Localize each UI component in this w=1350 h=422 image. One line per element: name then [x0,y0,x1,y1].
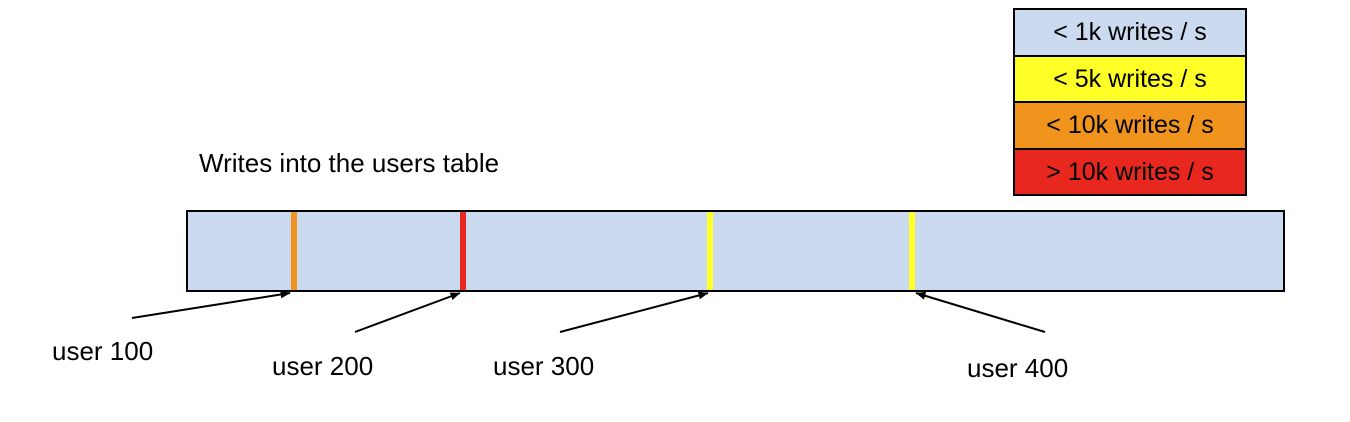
user-label: user 400 [967,353,1069,383]
legend-item: < 1k writes / s [1015,10,1245,57]
arrow [354,292,461,333]
legend-item: > 10k writes / s [1015,149,1245,194]
arrow [915,291,1046,333]
write-hotspot-mark [290,212,297,290]
arrow [559,291,709,333]
diagram-title: Writes into the users table [199,148,500,178]
user-label: user 300 [493,351,595,381]
user-label: user 200 [272,351,374,381]
arrow [131,290,291,319]
legend: < 1k writes / s< 5k writes / s< 10k writ… [1013,8,1247,196]
write-hotspot-mark [459,212,466,290]
write-hotspot-mark [707,212,714,290]
write-hotspot-mark [909,212,916,290]
user-label: user 100 [52,336,154,366]
legend-item: < 10k writes / s [1015,103,1245,150]
legend-item: < 5k writes / s [1015,56,1245,103]
users-table-bar [186,210,1285,292]
